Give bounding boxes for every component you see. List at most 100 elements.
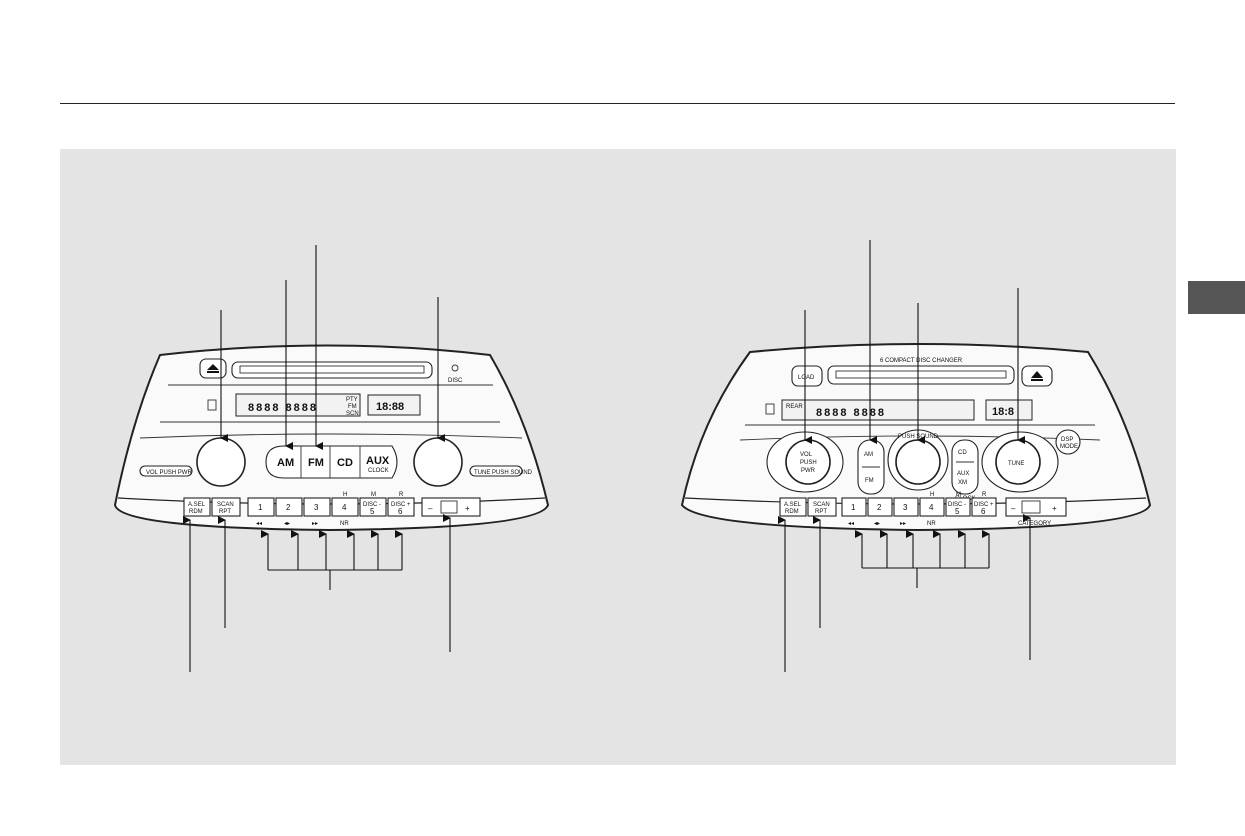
- unit-b-preset-1[interactable]: [841, 497, 867, 517]
- unit-b-cd-label: CD: [958, 450, 967, 456]
- unit-b-preset-5-label: 5: [955, 507, 960, 516]
- unit-b-lcd: [781, 399, 975, 421]
- unit-a-preset-6[interactable]: [387, 497, 415, 517]
- unit-b-asel-label: A.SEL: [784, 502, 802, 508]
- unit-b-rpt-label: RPT: [815, 509, 827, 515]
- unit-a-logo-icon: [207, 399, 217, 411]
- unit-a-preset-5-top: M: [371, 492, 376, 498]
- unit-b-aux-label: AUX: [957, 471, 969, 477]
- top-rule: [60, 103, 1175, 104]
- unit-a-preset-3[interactable]: [303, 497, 331, 517]
- unit-a-disc-minus-label: DISC -: [363, 502, 381, 508]
- unit-a-preset-4-top: H: [343, 492, 347, 498]
- unit-a-tune-ring: [469, 465, 523, 477]
- unit-b-plus-label: +: [1052, 504, 1057, 513]
- unit-a-minus-label: –: [428, 504, 433, 513]
- unit-b-preset-3[interactable]: [893, 497, 919, 517]
- unit-b-preset-5[interactable]: [945, 497, 971, 517]
- unit-b-xm-label: XM: [958, 480, 967, 486]
- unit-a-aux-label: AUX: [366, 455, 390, 467]
- unit-b-scan-button[interactable]: [807, 497, 837, 517]
- unit-a-tune-knob[interactable]: [413, 437, 463, 487]
- radio-unit-b: 6 COMPACT DISC CHANGER LOAD REAR 8888 88…: [680, 240, 1152, 672]
- unit-a-lcd-pty: PTY: [346, 397, 358, 403]
- unit-a-rpt-label: RPT: [219, 509, 231, 515]
- unit-a-preset-4[interactable]: [331, 497, 359, 517]
- unit-b-cd-slot[interactable]: [827, 365, 1015, 385]
- unit-b-tune-label: TUNE: [1008, 461, 1024, 467]
- unit-a-preset-5[interactable]: [359, 497, 387, 517]
- eject-icon: [1031, 371, 1043, 378]
- unit-a-scan-label: SCAN: [217, 502, 234, 508]
- unit-b-rocker-icon: [1021, 500, 1041, 514]
- unit-b-preset-6-label: 6: [981, 507, 986, 516]
- unit-a-preset-1-label: 1: [258, 503, 263, 512]
- unit-b-preset-5-top: M: [956, 492, 961, 498]
- unit-a-disc-indicator: [451, 364, 459, 372]
- unit-b-preset-2[interactable]: [867, 497, 893, 517]
- unit-b-dsp-label: DSP: [1061, 437, 1073, 443]
- unit-a-asel-button[interactable]: [183, 497, 211, 517]
- unit-a-disc-plus-label: DISC +: [391, 502, 411, 508]
- unit-a-nr-label: NR: [340, 521, 349, 527]
- unit-a-volume-knob[interactable]: [196, 437, 246, 487]
- unit-a-rew-icon: ◂◂: [256, 521, 262, 527]
- unit-a-asel-label: A.SEL: [188, 502, 206, 508]
- unit-b-logo-icon: [765, 403, 775, 415]
- unit-b-preset-4-top: H: [930, 492, 934, 498]
- unit-b-clock-text: 18:8: [992, 406, 1014, 418]
- unit-b-dsp-button[interactable]: [1055, 429, 1081, 455]
- unit-b-preset-4[interactable]: [919, 497, 945, 517]
- unit-a-preset-6-top: R: [399, 492, 404, 498]
- unit-b-lcd-segments: 8888 8888: [816, 407, 886, 419]
- unit-b-fm-label: FM: [865, 478, 874, 484]
- unit-a-preset-4-label: 4: [342, 503, 347, 512]
- unit-b-cd-aux-rocker[interactable]: [951, 439, 979, 495]
- unit-b-rdm-label: RDM: [785, 509, 799, 515]
- unit-b-preset-3-label: 3: [903, 503, 908, 512]
- unit-b-disc-plus-label: DISC +: [974, 502, 994, 508]
- unit-b-disc-minus-label: DISC -: [948, 502, 966, 508]
- unit-a-rocker[interactable]: [421, 497, 481, 517]
- unit-b-ff-icon: ▸▸: [900, 521, 906, 527]
- unit-a-preset-6-label: 6: [398, 507, 403, 516]
- unit-b-load-button[interactable]: [791, 365, 823, 387]
- unit-a-lcd-fm: FM: [348, 404, 357, 410]
- unit-a-seek-icon: ◂▸: [284, 521, 290, 527]
- unit-a-scan-button[interactable]: [211, 497, 241, 517]
- unit-a-preset-1[interactable]: [247, 497, 275, 517]
- unit-a-cd-slot[interactable]: [231, 361, 433, 379]
- unit-b-preset-4-label: 4: [929, 503, 934, 512]
- unit-b-rew-icon: ◂◂: [848, 521, 854, 527]
- unit-b-rocker[interactable]: [1005, 497, 1067, 517]
- unit-b-push-label: PUSH: [800, 460, 817, 466]
- unit-b-preset-6[interactable]: [971, 497, 997, 517]
- unit-a-rdm-label: RDM: [189, 509, 203, 515]
- unit-a-disc-label: DISC: [448, 378, 463, 384]
- unit-a-plus-label: +: [465, 504, 470, 513]
- eject-icon: [207, 364, 219, 370]
- unit-b-header-label: 6 COMPACT DISC CHANGER: [880, 358, 963, 364]
- unit-b-seek-icon: ◂▸: [874, 521, 880, 527]
- unit-b-clock-display: [985, 399, 1033, 421]
- unit-a-preset-3-label: 3: [314, 503, 319, 512]
- unit-a-lcd-segments: 8888 8888: [248, 402, 318, 414]
- unit-b-mode-label: MODE: [1060, 444, 1078, 450]
- unit-b-scan-label: SCAN: [813, 502, 830, 508]
- unit-a-rocker-icon: [440, 500, 458, 514]
- unit-b-pwr-label: PWR: [801, 468, 816, 474]
- unit-b-preset-6-top: R: [982, 492, 987, 498]
- unit-b-category-label: CATEGORY: [1018, 521, 1051, 527]
- unit-a-fm-label: FM: [308, 457, 324, 469]
- unit-a-vol-ring-label: VOL PUSH PWR: [146, 470, 192, 476]
- unit-b-load-label: LOAD: [798, 375, 815, 381]
- unit-b-asel-button[interactable]: [779, 497, 807, 517]
- unit-a-preset-2[interactable]: [275, 497, 303, 517]
- unit-a-vol-ring: [139, 465, 193, 477]
- unit-a-preset-5-label: 5: [370, 507, 375, 516]
- unit-a-am-label: AM: [277, 457, 294, 469]
- unit-b-lcd-tag: REAR: [786, 404, 803, 410]
- unit-b-sound-knob[interactable]: [895, 439, 941, 485]
- radio-unit-a: DISC 8888 8888 PTY FM SCN 18:88 VOL PUSH…: [113, 245, 550, 672]
- unit-a-clock-text: 18:88: [376, 401, 404, 413]
